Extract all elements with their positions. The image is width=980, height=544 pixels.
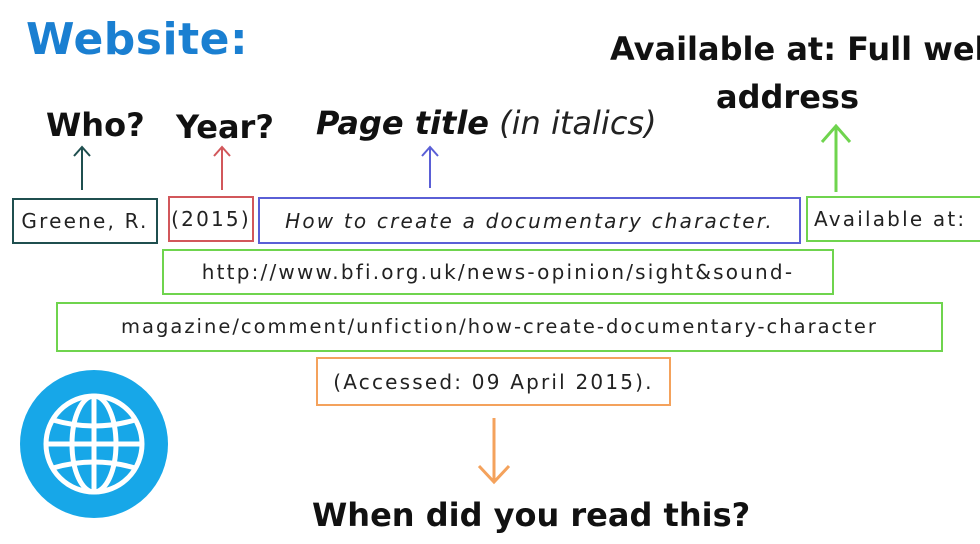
url-box-line2: magazine/comment/unfiction/how-create-do… — [56, 302, 943, 352]
page-title-label-rest: (in italics) — [488, 104, 657, 142]
author-text: Greene, R. — [21, 209, 149, 233]
page-title-label-bold: Page title — [316, 104, 489, 142]
page-title-text: How to create a documentary character. — [285, 208, 774, 233]
url-box-line1: http://www.bfi.org.uk/news-opinion/sight… — [162, 249, 834, 295]
accessed-arrow — [477, 418, 511, 485]
url-text-line2: magazine/comment/unfiction/how-create-do… — [121, 315, 878, 339]
page-title-arrow — [421, 145, 439, 188]
accessed-box: (Accessed: 09 April 2015). — [316, 357, 671, 406]
author-box: Greene, R. — [12, 198, 158, 244]
year-text: (2015) — [171, 207, 251, 231]
page-title-label: Page title (in italics) — [316, 104, 657, 142]
year-label: Year? — [176, 108, 274, 146]
year-box: (2015) — [168, 196, 254, 242]
globe-icon-svg — [43, 393, 145, 495]
url-text-line1: http://www.bfi.org.uk/news-opinion/sight… — [201, 260, 795, 284]
globe-icon — [20, 370, 168, 518]
available-text: Available at: — [814, 207, 967, 231]
page-title-box: How to create a documentary character. — [258, 197, 801, 244]
accessed-question-label: When did you read this? — [312, 496, 751, 534]
accessed-text: (Accessed: 09 April 2015). — [333, 369, 654, 394]
available-arrow — [820, 123, 852, 192]
page-title: Website: — [26, 14, 249, 65]
year-arrow — [213, 145, 231, 190]
available-label-line1: Available at: Full web — [610, 30, 980, 68]
who-arrow — [73, 145, 91, 190]
available-box: Available at: — [806, 196, 980, 242]
who-label: Who? — [46, 106, 145, 144]
available-label-line2: address — [716, 78, 859, 116]
